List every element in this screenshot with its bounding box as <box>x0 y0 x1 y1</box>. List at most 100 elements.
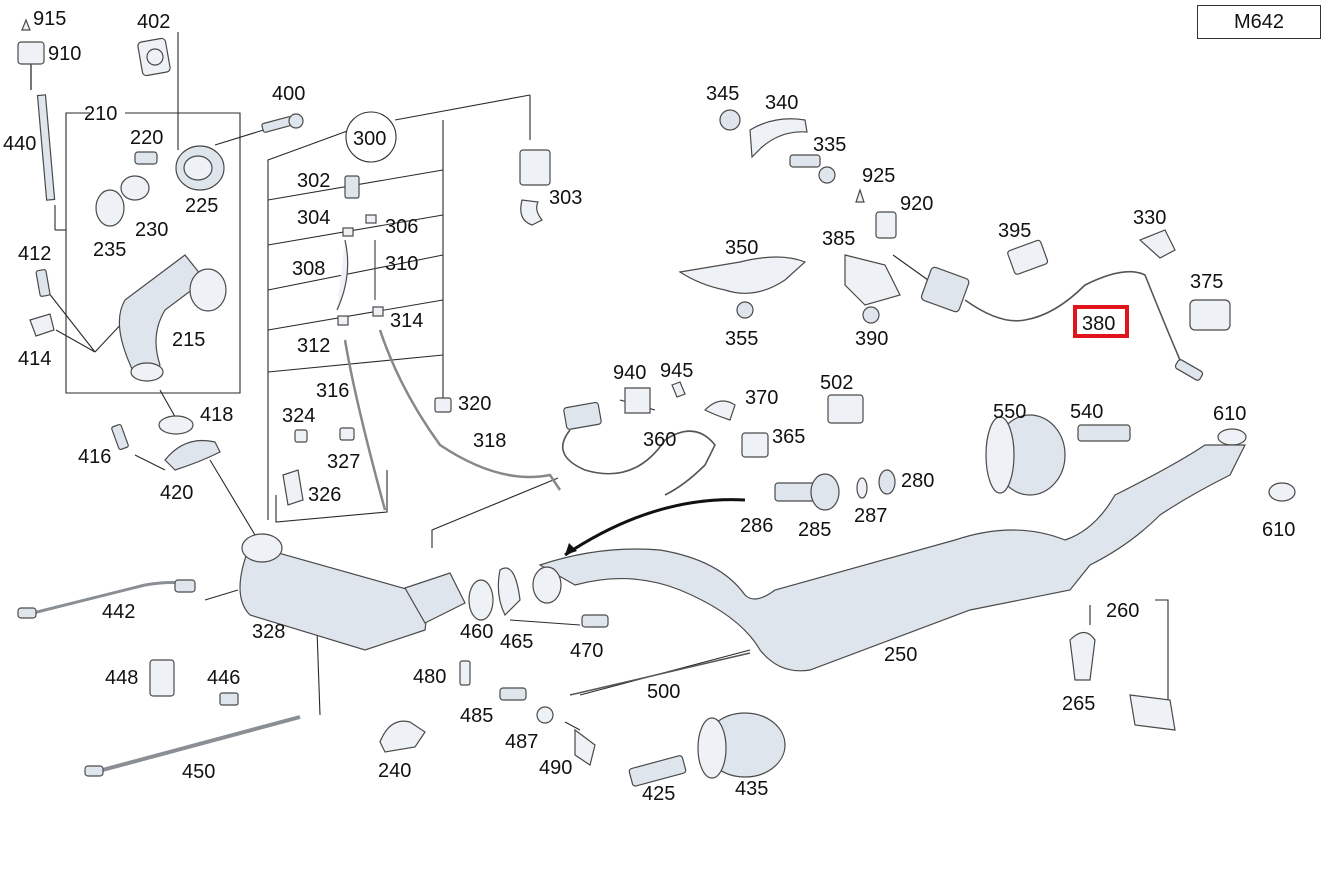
label-300: 300 <box>353 128 386 150</box>
label-440: 440 <box>3 133 36 155</box>
label-360: 360 <box>643 429 676 451</box>
label-402: 402 <box>137 11 170 33</box>
label-286: 286 <box>740 515 773 537</box>
label-312: 312 <box>297 335 330 357</box>
label-306: 306 <box>385 216 418 238</box>
label-350: 350 <box>725 237 758 259</box>
label-304: 304 <box>297 207 330 229</box>
label-550: 550 <box>993 401 1026 423</box>
leader-lines <box>47 32 1169 731</box>
sensor-303-drawing <box>519 149 551 186</box>
label-250: 250 <box>884 644 917 666</box>
label-280: 280 <box>901 470 934 492</box>
label-610-bottom: 610 <box>1262 519 1295 541</box>
line-316-drawing <box>343 339 387 511</box>
label-487: 487 <box>505 731 538 753</box>
label-925: 925 <box>862 165 895 187</box>
label-420: 420 <box>160 482 193 504</box>
label-375: 375 <box>1190 271 1223 293</box>
label-502: 502 <box>820 372 853 394</box>
label-390: 390 <box>855 328 888 350</box>
part-number-labels: 915 910 440 402 210 220 225 230 235 400 … <box>3 8 1295 805</box>
label-320: 320 <box>458 393 491 415</box>
label-240: 240 <box>378 760 411 782</box>
label-490: 490 <box>539 757 572 779</box>
label-380: 380 <box>1082 313 1115 335</box>
wire-380-drawing <box>964 270 1181 361</box>
model-code-box: M642 <box>1197 5 1321 39</box>
label-235: 235 <box>93 239 126 261</box>
label-355: 355 <box>725 328 758 350</box>
label-540: 540 <box>1070 401 1103 423</box>
label-225: 225 <box>185 195 218 217</box>
label-310: 310 <box>385 253 418 275</box>
sensor-302-drawing <box>344 175 360 199</box>
label-470: 470 <box>570 640 603 662</box>
label-465: 465 <box>500 631 533 653</box>
label-335: 335 <box>813 134 846 156</box>
ring-230-drawing <box>120 175 150 201</box>
part-drawings <box>17 18 1296 787</box>
label-220: 220 <box>130 127 163 149</box>
label-330: 330 <box>1133 207 1166 229</box>
label-446: 446 <box>207 667 240 689</box>
label-340: 340 <box>765 92 798 114</box>
label-610-top: 610 <box>1213 403 1246 425</box>
label-450: 450 <box>182 761 215 783</box>
arrow-285-drawing <box>564 498 746 557</box>
label-480: 480 <box>413 666 446 688</box>
label-260: 260 <box>1106 600 1139 622</box>
label-442: 442 <box>102 601 135 623</box>
label-435: 435 <box>735 778 768 800</box>
label-395: 395 <box>998 220 1031 242</box>
label-418: 418 <box>200 404 233 426</box>
label-910: 910 <box>48 43 81 65</box>
label-365: 365 <box>772 426 805 448</box>
label-215: 215 <box>172 329 205 351</box>
bolt-220-drawing <box>134 151 158 165</box>
label-308: 308 <box>292 258 325 280</box>
label-370: 370 <box>745 387 778 409</box>
label-915: 915 <box>33 8 66 30</box>
label-412: 412 <box>18 243 51 265</box>
gasket-235-drawing <box>95 189 125 227</box>
label-414: 414 <box>18 348 51 370</box>
bracket-350-drawing <box>678 256 807 294</box>
connector-910-drawing <box>17 41 45 65</box>
label-287: 287 <box>854 505 887 527</box>
label-210: 210 <box>84 103 117 125</box>
label-328: 328 <box>252 621 285 643</box>
label-302: 302 <box>297 170 330 192</box>
label-345: 345 <box>706 83 739 105</box>
line-318-drawing <box>378 329 562 491</box>
label-920: 920 <box>900 193 933 215</box>
pipe-250-drawing <box>538 444 1246 672</box>
label-400: 400 <box>272 83 305 105</box>
pipe-215-drawing <box>118 254 206 376</box>
label-460: 460 <box>460 621 493 643</box>
callout-circle-300 <box>345 111 397 163</box>
label-416: 416 <box>78 446 111 468</box>
label-326: 326 <box>308 484 341 506</box>
model-code: M642 <box>1233 10 1285 33</box>
label-324: 324 <box>282 405 315 427</box>
label-940: 940 <box>613 362 646 384</box>
label-945: 945 <box>660 360 693 382</box>
label-425: 425 <box>642 783 675 805</box>
label-230: 230 <box>135 219 168 241</box>
highlight-box-380 <box>1073 305 1129 338</box>
label-303: 303 <box>549 187 582 209</box>
label-485: 485 <box>460 705 493 727</box>
label-385: 385 <box>822 228 855 250</box>
label-314: 314 <box>390 310 423 332</box>
label-316: 316 <box>316 380 349 402</box>
label-285: 285 <box>798 519 831 541</box>
label-448: 448 <box>105 667 138 689</box>
plug-915-drawing <box>21 18 31 31</box>
label-318: 318 <box>473 430 506 452</box>
sensor-440-drawing <box>36 94 56 201</box>
label-265: 265 <box>1062 693 1095 715</box>
label-327: 327 <box>327 451 360 473</box>
